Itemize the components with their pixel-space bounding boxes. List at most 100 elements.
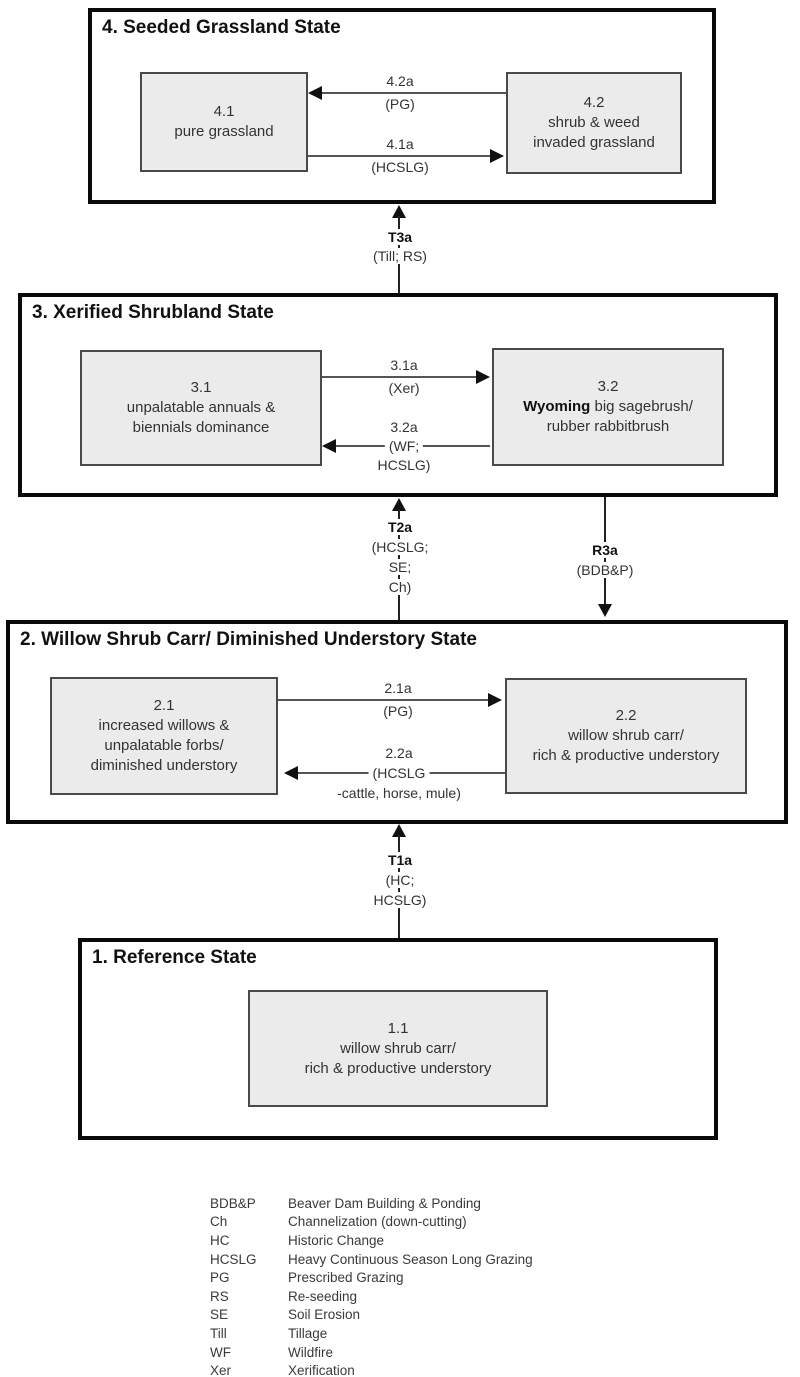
arrow-line-4-1a <box>308 155 490 157</box>
state-1-reference: 1. Reference State 1.1 willow shrub carr… <box>78 938 718 1140</box>
community-3-2-line: rubber rabbitbrush <box>546 418 670 435</box>
community-4-2-line: invaded grassland <box>533 134 655 151</box>
arrowhead-up-icon <box>392 498 406 511</box>
community-1-1-line: willow shrub carr/ <box>340 1039 456 1057</box>
community-3-1-line: unpalatable annuals & <box>126 399 276 416</box>
legend-desc: Prescribed Grazing <box>288 1270 404 1286</box>
legend-desc: Channelization (down-cutting) <box>288 1214 467 1230</box>
community-3-1-line: biennials dominance <box>132 419 270 436</box>
community-4-1-id: 4.1 <box>213 103 235 120</box>
legend-desc: Soil Erosion <box>288 1307 361 1323</box>
community-2-2-line: willow shrub carr/ <box>568 727 684 744</box>
legend-row: HCSLG Heavy Continuous Season Long Grazin… <box>210 1250 533 1269</box>
community-3-1-id: 3.1 <box>190 379 212 396</box>
community-box-2-2: 2.2 willow shrub carr/ rich & productive… <box>505 678 747 794</box>
state-2-title: 2. Willow Shrub Carr/ Diminished Underst… <box>20 629 477 650</box>
legend-row: SE Soil Erosion <box>210 1306 533 1325</box>
transition-cause-t2a: Ch) <box>384 579 416 595</box>
arrow-cause-2-2a: (HCSLG <box>368 765 430 781</box>
arrow-label-3-2a: 3.2a <box>390 419 418 435</box>
legend-abbr: HC <box>210 1232 230 1248</box>
legend-desc: Heavy Continuous Season Long Grazing <box>288 1251 533 1267</box>
arrow-label-3-1a: 3.1a <box>390 357 418 373</box>
state-4-seeded-grassland: 4. Seeded Grassland State 4.1 pure grass… <box>88 8 716 204</box>
community-3-2-bold-word: Wyoming <box>523 398 591 415</box>
arrow-line-4-2a <box>322 92 506 94</box>
community-1-1-id: 1.1 <box>387 1019 409 1037</box>
arrowhead-left-icon <box>322 439 336 453</box>
transition-label-t3a: T3a <box>383 229 417 245</box>
legend-desc: Wildfire <box>288 1344 334 1360</box>
legend-row: Till Tillage <box>210 1324 533 1343</box>
state-3-title: 3. Xerified Shrubland State <box>32 302 274 323</box>
legend-abbr: WF <box>210 1344 231 1360</box>
legend-abbr: Ch <box>210 1214 228 1230</box>
transition-cause-t1a: (HC; <box>381 872 419 888</box>
legend-row: BDB&P Beaver Dam Building & Ponding <box>210 1194 533 1213</box>
arrow-cause-2-1a: (PG) <box>383 703 413 719</box>
community-box-4-2: 4.2 shrub & weed invaded grassland <box>506 72 682 174</box>
arrowhead-left-icon <box>284 766 298 780</box>
community-box-1-1: 1.1 willow shrub carr/ rich & productive… <box>248 990 548 1107</box>
transition-label-r3a: R3a <box>588 542 622 558</box>
arrow-label-2-1a: 2.1a <box>384 680 412 696</box>
transition-cause-t2a: (HCSLG; <box>367 539 433 555</box>
community-box-3-1: 3.1 unpalatable annuals & biennials domi… <box>80 350 322 466</box>
legend-abbr: Till <box>210 1325 227 1341</box>
community-box-2-1: 2.1 increased willows & unpalatable forb… <box>50 677 278 795</box>
community-2-1-id: 2.1 <box>153 697 175 714</box>
arrow-label-4-1a: 4.1a <box>386 136 414 152</box>
transition-cause-t2a: SE; <box>384 559 416 575</box>
transition-label-t2a: T2a <box>383 519 417 535</box>
arrow-cause-4-2a: (PG) <box>385 96 415 112</box>
community-4-2-id: 4.2 <box>583 94 605 111</box>
arrowhead-right-icon <box>488 693 502 707</box>
legend-desc: Xerification <box>288 1363 355 1377</box>
transition-cause-t1a: HCSLG) <box>369 892 431 908</box>
arrow-cause-3-2a: HCSLG) <box>377 457 431 473</box>
state-3-xerified-shrubland: 3. Xerified Shrubland State 3.1 unpalata… <box>18 293 778 497</box>
transition-cause-t3a: (Till; RS) <box>369 248 431 264</box>
arrow-label-4-2a: 4.2a <box>386 73 414 89</box>
arrow-cause-4-1a: (HCSLG) <box>371 159 429 175</box>
community-2-2-id: 2.2 <box>615 707 637 724</box>
abbreviation-legend: BDB&P Beaver Dam Building & Ponding Ch Cha… <box>210 1194 533 1377</box>
community-2-2-line: rich & productive understory <box>532 747 720 764</box>
arrow-line-3-1a <box>322 376 476 378</box>
community-1-1-line: rich & productive understory <box>304 1059 492 1077</box>
state-1-title: 1. Reference State <box>92 947 257 968</box>
arrowhead-up-icon <box>392 205 406 218</box>
community-3-2-id: 3.2 <box>597 378 619 395</box>
legend-desc: Tillage <box>288 1325 328 1341</box>
legend-abbr: PG <box>210 1270 230 1286</box>
legend-abbr: HCSLG <box>210 1251 257 1267</box>
arrow-label-2-2a: 2.2a <box>385 745 413 761</box>
community-4-1-line: pure grassland <box>174 123 274 140</box>
legend-row: Xer Xerification <box>210 1361 533 1377</box>
legend-abbr: RS <box>210 1288 229 1304</box>
community-4-2-line: shrub & weed <box>548 114 640 131</box>
legend-abbr: BDB&P <box>210 1195 256 1211</box>
legend-row: Ch Channelization (down-cutting) <box>210 1213 533 1232</box>
community-box-4-1: 4.1 pure grassland <box>140 72 308 172</box>
legend-row: WF Wildfire <box>210 1343 533 1362</box>
legend-abbr: Xer <box>210 1363 232 1377</box>
arrowhead-right-icon <box>490 149 504 163</box>
arrowhead-up-icon <box>392 824 406 837</box>
arrow-cause-3-2a: (WF; <box>384 438 424 454</box>
community-box-3-2: 3.2 Wyoming big sagebrush/ rubber rabbit… <box>492 348 724 466</box>
transition-label-t1a: T1a <box>383 852 417 868</box>
state-4-title: 4. Seeded Grassland State <box>102 17 341 38</box>
community-2-1-line: increased willows & <box>98 717 230 734</box>
arrow-line-2-1a <box>278 699 488 701</box>
legend-desc: Beaver Dam Building & Ponding <box>288 1195 481 1211</box>
arrow-cause-3-1a: (Xer) <box>388 380 420 396</box>
arrowhead-down-icon <box>598 604 612 617</box>
arrowhead-left-icon <box>308 86 322 100</box>
state-2-willow-shrub-carr-diminished: 2. Willow Shrub Carr/ Diminished Underst… <box>6 620 788 824</box>
legend-abbr: SE <box>210 1307 229 1323</box>
transition-cause-r3a: (BDB&P) <box>572 562 638 578</box>
